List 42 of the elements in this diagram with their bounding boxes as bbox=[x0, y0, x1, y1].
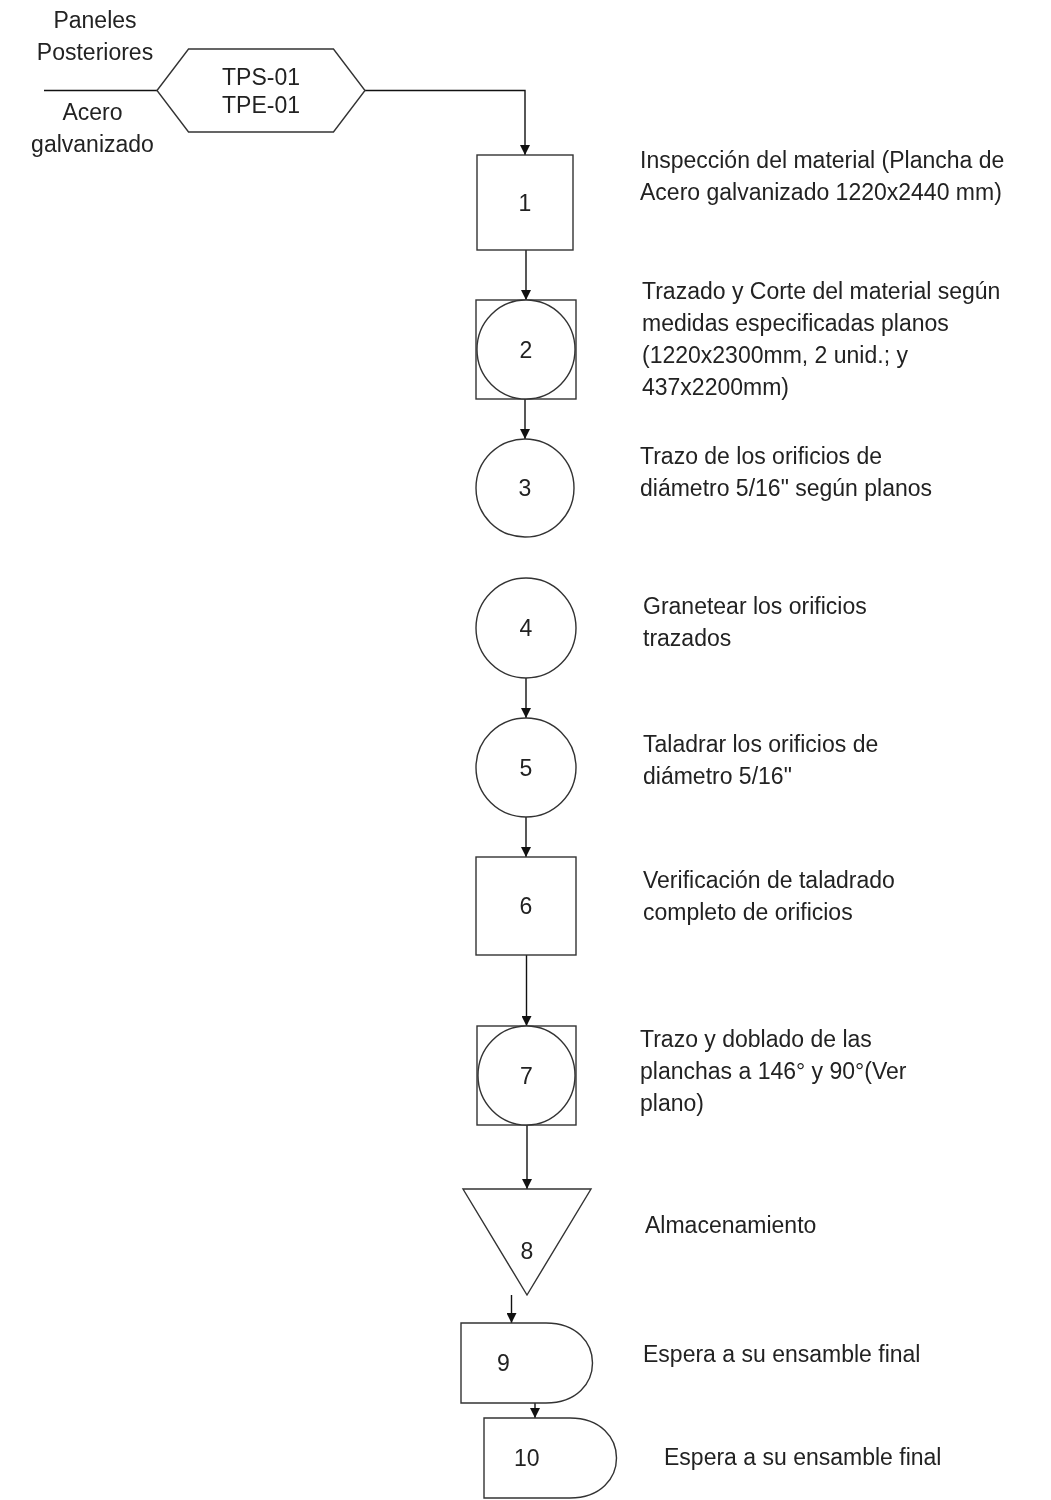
inspection-square bbox=[476, 857, 576, 955]
step-number: 3 bbox=[518, 474, 532, 502]
flow-arrow bbox=[521, 816, 531, 858]
step-number: 4 bbox=[519, 614, 533, 642]
operation-circle bbox=[476, 439, 574, 537]
combined-operation-symbol bbox=[476, 300, 576, 399]
step-description: Taladrar los orificios de diámetro 5/16" bbox=[643, 730, 880, 791]
flow-arrow bbox=[520, 398, 530, 440]
step-number: 6 bbox=[519, 892, 533, 920]
step-description: Trazo y doblado de las planchas a 146° y 90°(Ver plano) bbox=[640, 1025, 908, 1118]
flow-arrow bbox=[521, 249, 531, 301]
flow-arrow bbox=[521, 677, 531, 719]
step-number: 5 bbox=[519, 753, 533, 782]
step-number: 8 bbox=[520, 1236, 534, 1265]
inspection-square bbox=[477, 155, 573, 250]
flow-arrow bbox=[364, 89, 530, 156]
step-number: 7 bbox=[520, 1061, 533, 1090]
step-number: 10 bbox=[514, 1444, 540, 1472]
step-description: Almacenamiento bbox=[645, 1211, 818, 1240]
step-description: Trazo de los orificios de diámetro 5/16" según planos bbox=[640, 442, 934, 503]
flow-arrow bbox=[522, 1124, 532, 1190]
flow-arrow bbox=[521, 954, 532, 1027]
operation-circle bbox=[476, 578, 576, 678]
step-description: Granetear los orificios trazados bbox=[643, 592, 868, 653]
step-number: 9 bbox=[497, 1349, 510, 1377]
step-number: 1 bbox=[518, 188, 532, 217]
storage-triangle bbox=[463, 1189, 591, 1295]
flow-arrow bbox=[530, 1402, 540, 1419]
storage-hexagon bbox=[157, 49, 365, 132]
step-number: 2 bbox=[519, 335, 533, 364]
flow-arrow bbox=[506, 1294, 517, 1324]
flow-line bbox=[43, 89, 158, 92]
combined-operation-symbol bbox=[477, 1026, 576, 1125]
step-description: Inspección del material (Plancha de Acero galvanizado 1220x2440 mm) bbox=[640, 146, 1006, 207]
step-description: Trazado y Corte del material según medidas especificadas planos (1220x2300mm, 2 unid.; y 437x2200mm) bbox=[642, 277, 1002, 402]
code-label: TPS-01 TPE-01 bbox=[222, 62, 300, 119]
step-description: Espera a su ensamble final bbox=[664, 1443, 943, 1472]
material-label: Acero galvanizado bbox=[30, 98, 155, 159]
operation-circle bbox=[476, 718, 576, 817]
material-label: Paneles Posteriores bbox=[35, 6, 155, 67]
step-description: Espera a su ensamble final bbox=[643, 1340, 922, 1369]
step-description: Verificación de taladrado completo de orificios bbox=[643, 866, 896, 927]
